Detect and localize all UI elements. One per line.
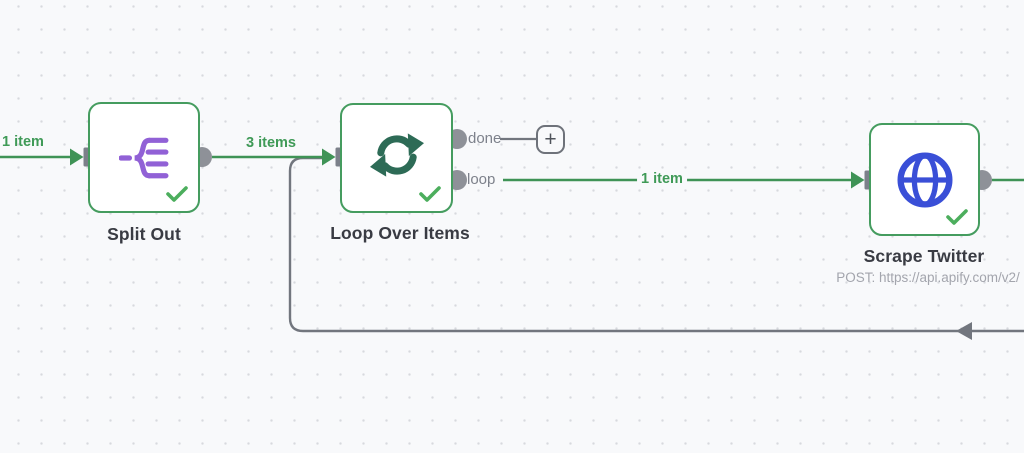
split-out-icon [119,137,169,178]
globe-icon [897,152,952,207]
node-split-out[interactable] [88,102,200,213]
items-label-incoming: 1 item [2,134,44,150]
scrape-input-arrow-icon [851,171,865,189]
loopback-arrow-icon [956,322,972,340]
loop-output-label-done: done [468,130,502,147]
items-label-split-to-loop: 3 items [246,135,296,151]
node-title-loop-over-items: Loop Over Items [330,223,470,243]
node-title-split-out: Split Out [107,224,181,244]
node-loop-over-items[interactable] [340,103,453,213]
plus-icon: + [544,128,557,151]
loop-icon [369,133,424,177]
loop-input-arrow-icon [322,148,336,166]
loop-output-label-loop: loop [467,171,496,188]
split-input-arrow-icon [70,148,84,166]
node-subtitle-scrape-twitter: POST: https://api.apify.com/v2/ [836,270,1020,285]
items-label-loop-to-scrape: 1 item [637,170,687,189]
connection-loopback-wire[interactable] [288,156,1024,333]
add-node-button[interactable]: + [536,125,565,154]
node-title-scrape-twitter: Scrape Twitter [863,246,985,266]
success-check-icon [166,186,188,202]
success-check-icon [946,209,968,225]
success-check-icon [419,186,441,202]
node-scrape-twitter[interactable] [869,123,980,236]
